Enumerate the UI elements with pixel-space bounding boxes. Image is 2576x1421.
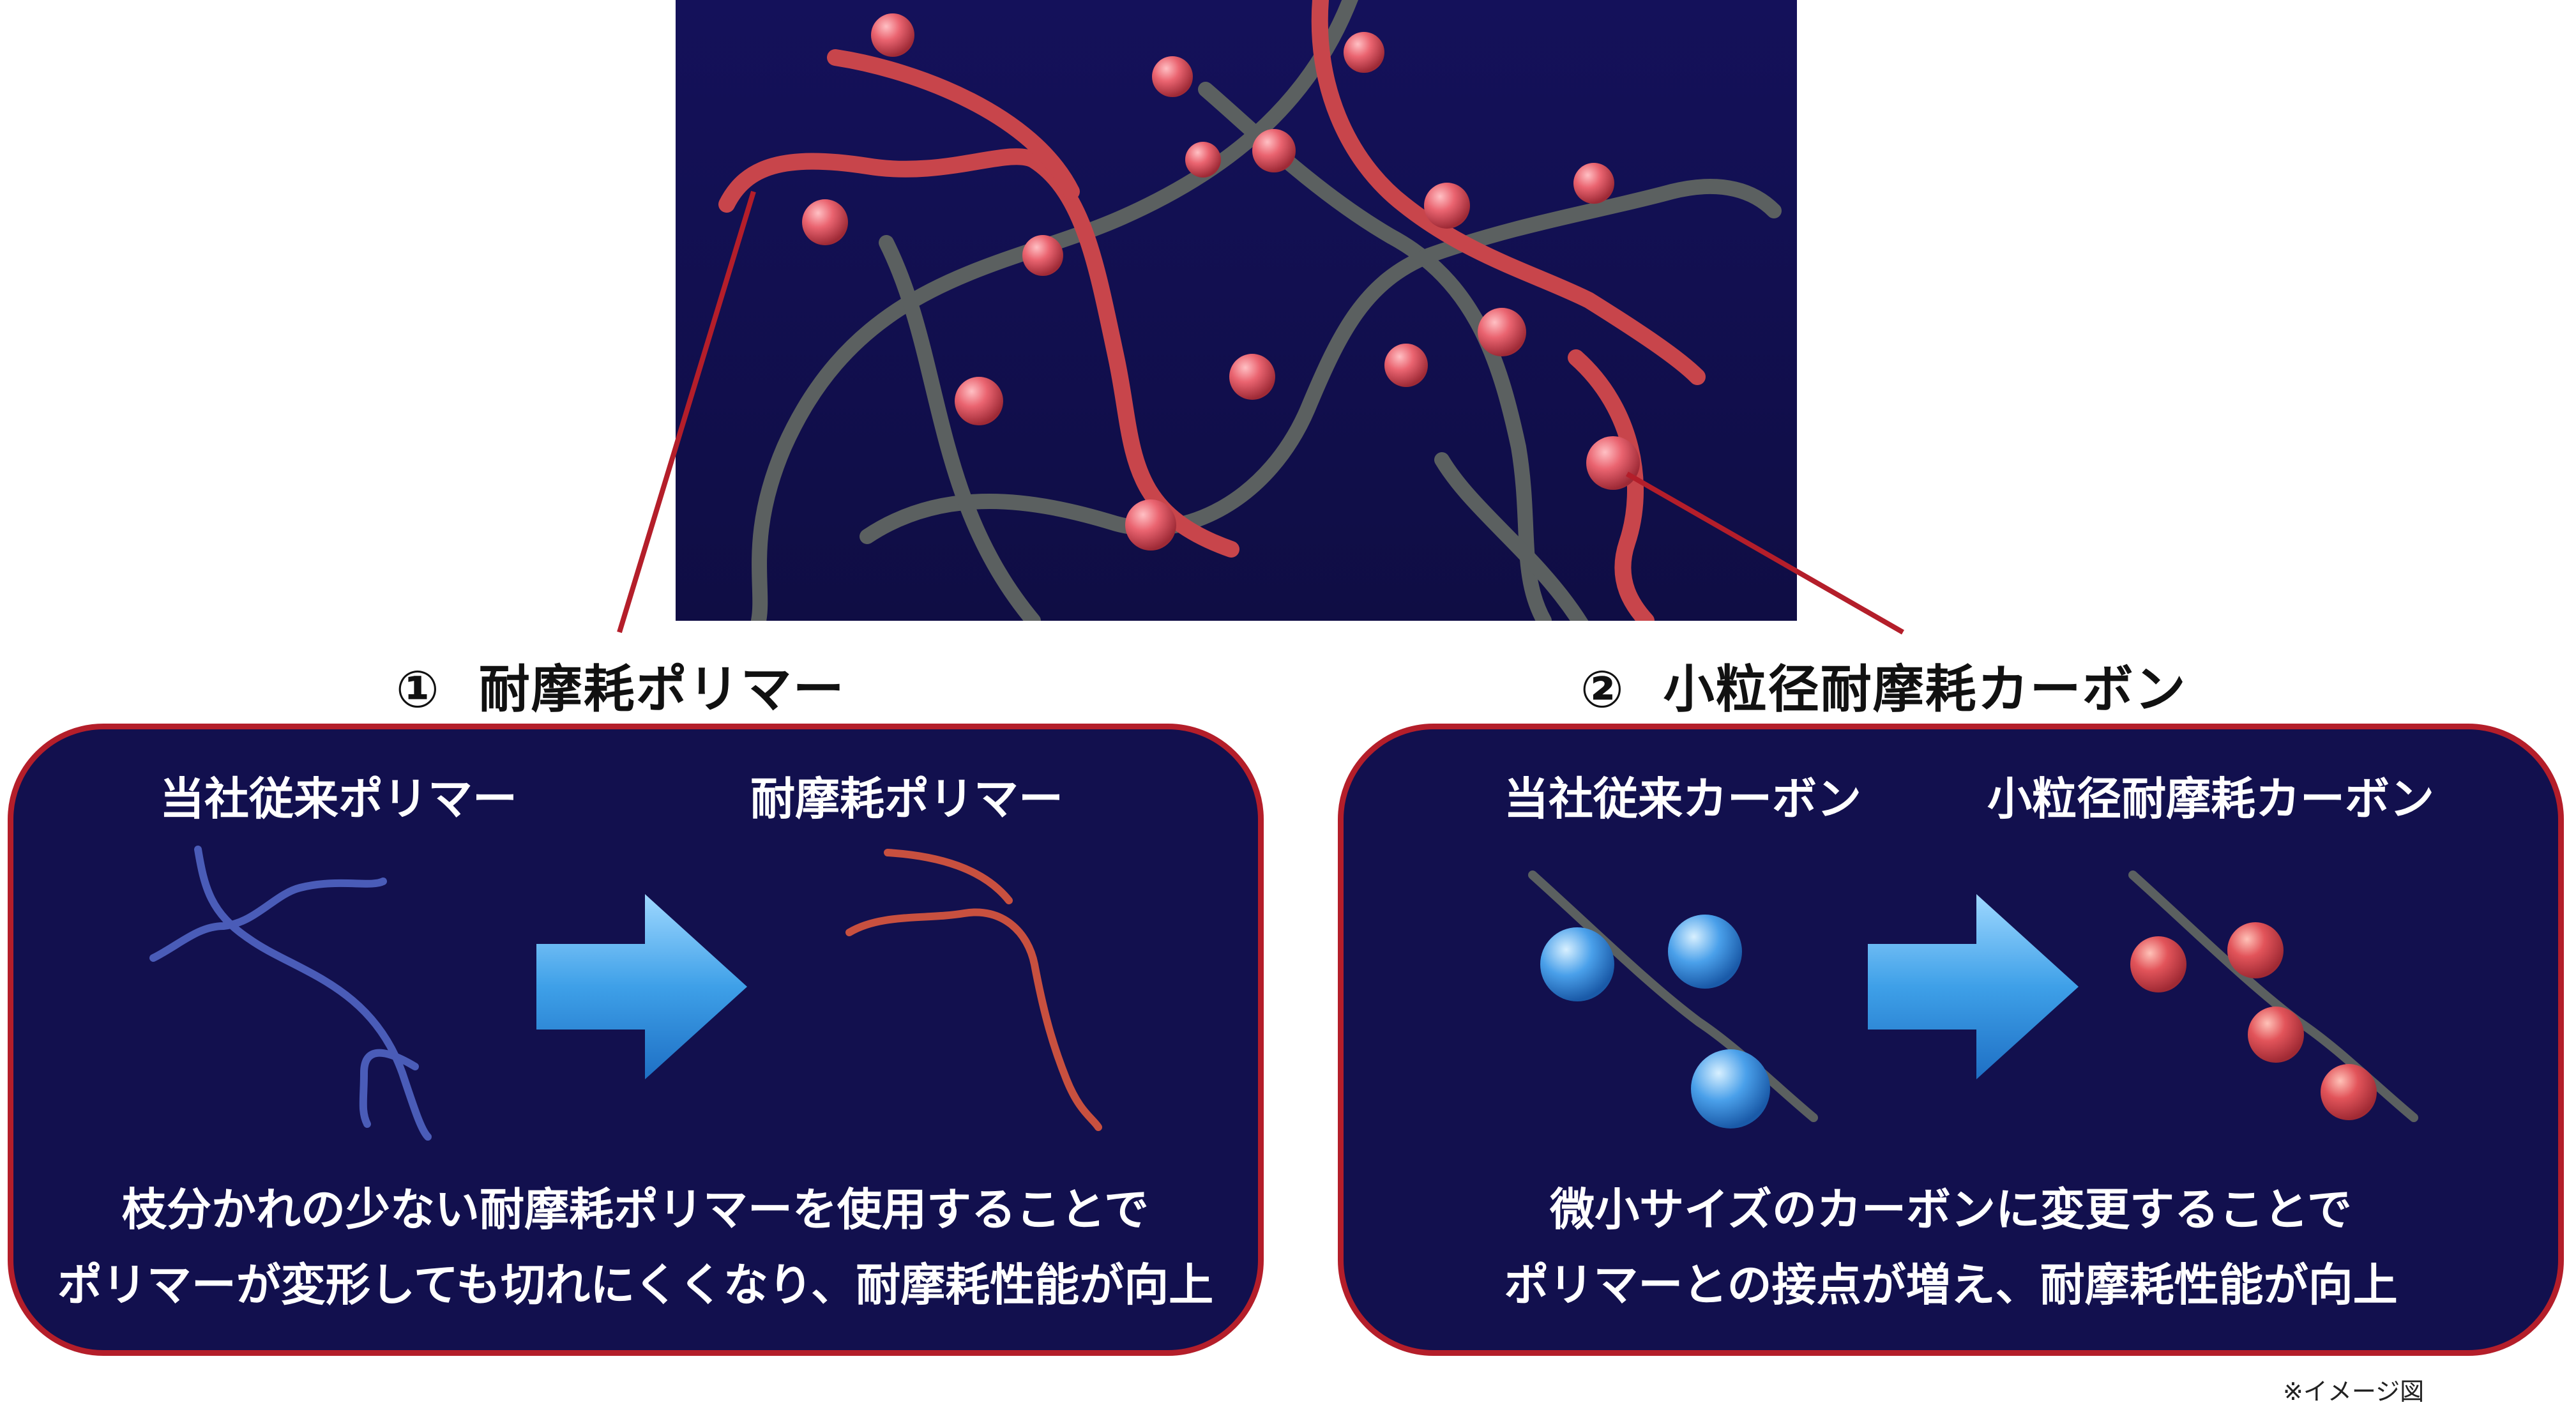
polymer-network-illustration <box>676 0 1797 621</box>
label-old-polymer: 当社従来ポリマー <box>160 773 517 825</box>
desc-line-1: 微小サイズのカーボンに変更することで <box>1550 1183 2352 1236</box>
old-polymer-icon <box>149 846 432 1141</box>
arrow-icon <box>536 894 747 1079</box>
carbon-particles <box>802 13 1640 551</box>
section-title-text: 小粒径耐摩耗カーボン <box>1663 660 2187 719</box>
old-carbon-icon <box>1528 870 1818 1128</box>
panel-polymer-description: 枝分かれの少ない耐摩耗ポリマーを使用することで ポリマーが変形しても切れにくくな… <box>19 1172 1252 1323</box>
label-old-carbon: 当社従来カーボン <box>1504 773 1861 825</box>
desc-line-1: 枝分かれの少ない耐摩耗ポリマーを使用することで <box>122 1183 1149 1236</box>
new-carbon-icon <box>2128 870 2418 1122</box>
arrow-icon <box>1868 894 2079 1079</box>
panel-carbon <box>1338 724 2564 1356</box>
desc-line-2: ポリマーが変形しても切れにくくなり、耐摩耗性能が向上 <box>57 1259 1214 1311</box>
section-title-carbon: ② 小粒径耐摩耗カーボン <box>1580 648 2187 722</box>
section-number: ① <box>396 660 441 719</box>
section-title-text: 耐摩耗ポリマー <box>478 660 845 719</box>
new-polymer-icon <box>845 849 1102 1131</box>
section-title-polymer: ① 耐摩耗ポリマー <box>396 648 845 722</box>
desc-line-2: ポリマーとの接点が増え、耐摩耗性能が向上 <box>1504 1259 2398 1311</box>
panel-carbon-description: 微小サイズのカーボンに変更することで ポリマーとの接点が増え、耐摩耗性能が向上 <box>1347 1172 2554 1323</box>
image-note: ※イメージ図 <box>2283 1378 2425 1406</box>
section-number: ② <box>1580 660 1625 719</box>
label-new-carbon: 小粒径耐摩耗カーボン <box>1987 773 2434 825</box>
label-new-polymer: 耐摩耗ポリマー <box>750 773 1063 825</box>
